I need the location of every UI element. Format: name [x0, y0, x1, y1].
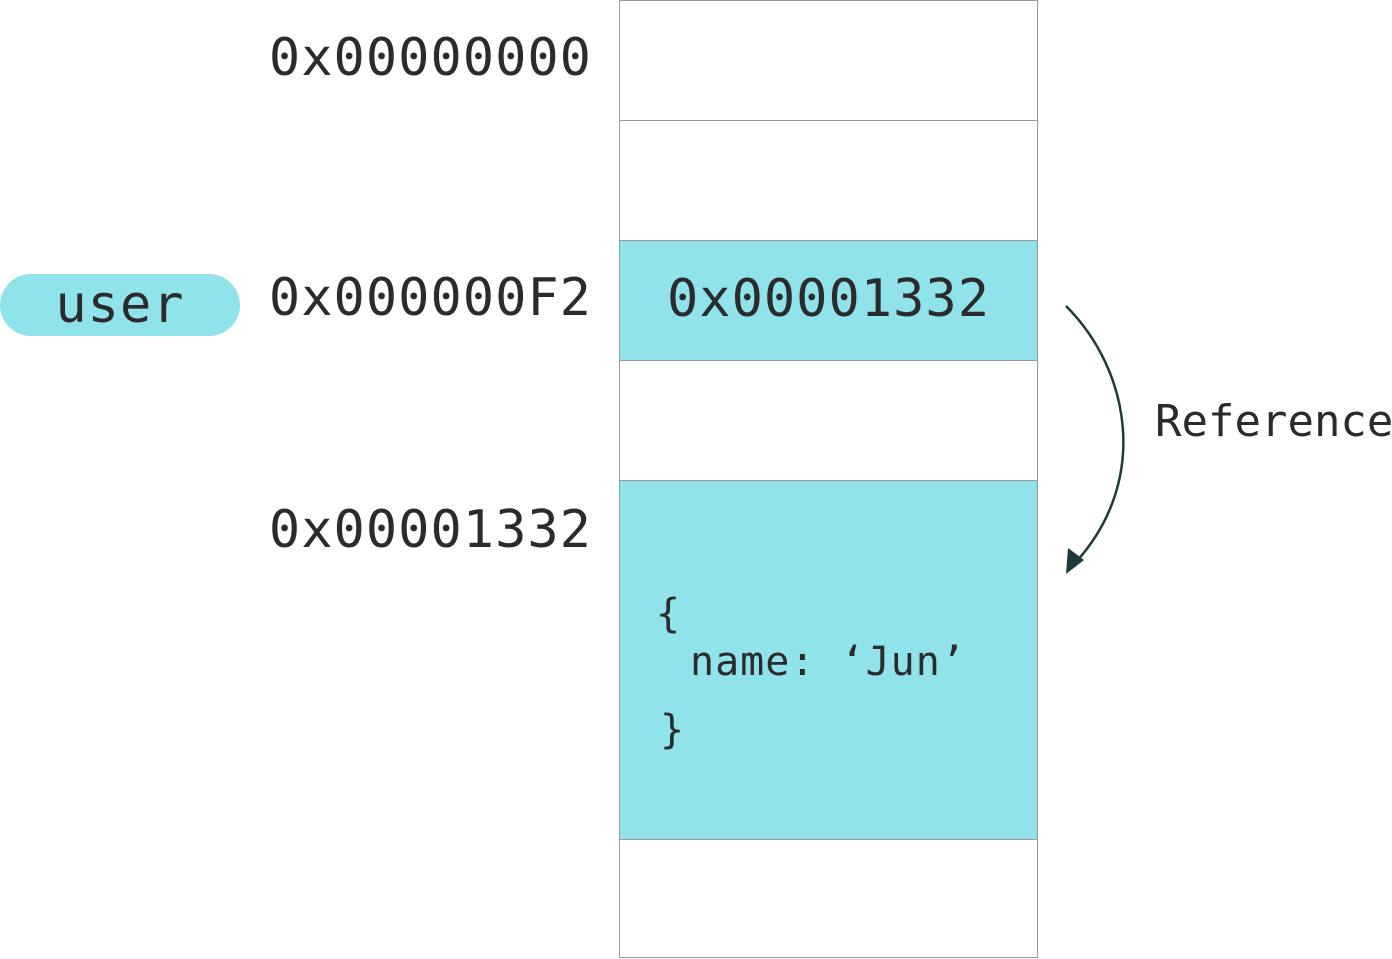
memory-cell-5	[620, 839, 1037, 958]
reference-arrow	[1065, 305, 1125, 574]
object-close-brace: }	[660, 707, 686, 753]
address-label-0: 0x00000000	[268, 28, 592, 88]
reference-label: Reference	[1155, 396, 1392, 447]
memory-cell-0	[620, 1, 1037, 121]
memory-cell-pointer: 0x00001332	[620, 240, 1037, 361]
address-label-1332: 0x00001332	[268, 500, 592, 560]
variable-user-pill: user	[0, 274, 240, 336]
memory-column: 0x00001332 { name: ‘Jun’ }	[619, 0, 1038, 958]
memory-cell-3	[620, 360, 1037, 481]
pointer-value: 0x00001332	[666, 269, 991, 329]
address-label-f2: 0x000000F2	[268, 268, 592, 328]
variable-name: user	[55, 275, 185, 335]
memory-cell-1	[620, 120, 1037, 241]
memory-cell-object: { name: ‘Jun’ }	[620, 480, 1037, 840]
object-property: name: ‘Jun’	[690, 639, 966, 685]
reference-arrow-head	[1066, 548, 1084, 574]
object-open-brace: {	[656, 591, 682, 637]
reference-arrow-curve	[1065, 305, 1125, 563]
